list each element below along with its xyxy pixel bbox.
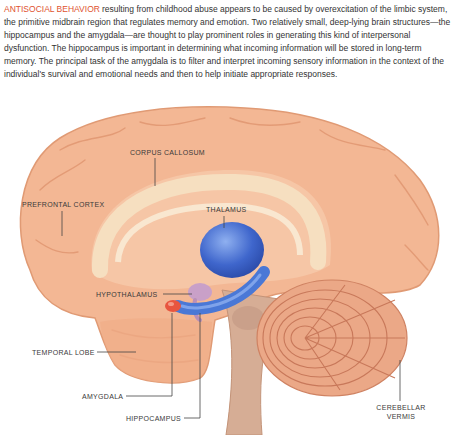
structure-label: HYPOTHALAMUS [96,290,158,299]
structure-label: THALAMUS [206,205,247,214]
structure-label: CEREBELLAR VERMIS [373,403,429,421]
structure-label: TEMPORAL LOBE [32,348,95,357]
structure-label: PREFRONTAL CORTEX [22,200,104,209]
amygdala-highlight [168,302,174,306]
medial-surface [92,170,332,289]
cerebellum [257,280,407,396]
caption-paragraph: ANTISOCIAL BEHAVIORresulting from childh… [4,3,453,81]
caption-text: resulting from childhood abuse appears t… [4,4,450,79]
structure-label: HIPPOCAMPUS [126,414,181,423]
hypothalamus [188,283,212,301]
thalamus [200,222,264,278]
structure-label: AMYGDALA [82,392,123,401]
hippocampus [178,272,264,309]
cerebellar-folia [263,285,405,390]
structure-label: CORPUS CALLOSUM [130,148,205,157]
hippocampus-highlight [182,275,260,308]
leader-lines [62,158,400,418]
caption-lead-in: ANTISOCIAL BEHAVIOR [4,4,100,14]
temporal-lobe [100,318,212,383]
amygdala [165,300,181,312]
